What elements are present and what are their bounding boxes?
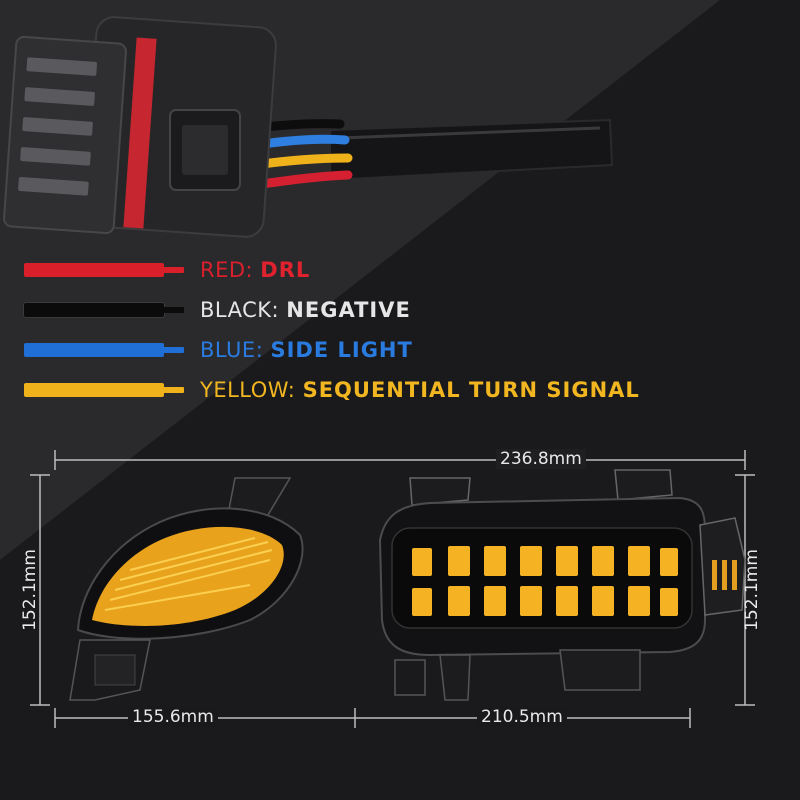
left-turn-lamp <box>69 477 304 701</box>
blue-wire-swatch <box>24 343 184 357</box>
legend-value-blue: SIDE LIGHT <box>270 338 413 362</box>
yellow-wire-swatch <box>24 383 184 397</box>
legend-text-yellow: YELLOW: SEQUENTIAL TURN SIGNAL <box>200 378 640 402</box>
right-height-label: 152.1mm <box>741 549 762 631</box>
turn-signal-led-segments <box>412 546 678 616</box>
legend-text-black: BLACK: NEGATIVE <box>200 298 411 322</box>
legend-row-yellow: YELLOW: SEQUENTIAL TURN SIGNAL <box>24 375 640 405</box>
right-width-label: 210.5mm <box>477 707 567 727</box>
legend-key-blue: BLUE: <box>200 338 264 362</box>
connector-plug <box>3 16 277 238</box>
legend-text-blue: BLUE: SIDE LIGHT <box>200 338 413 362</box>
legend-key-red: RED: <box>200 258 254 282</box>
legend-value-red: DRL <box>260 258 311 282</box>
black-wire-swatch <box>24 303 184 317</box>
red-wire-swatch <box>24 263 184 277</box>
legend-key-yellow: YELLOW: <box>200 378 296 402</box>
right-turn-lamp <box>378 469 746 701</box>
legend-row-blue: BLUE: SIDE LIGHT <box>24 335 413 365</box>
total-width-label: 236.8mm <box>496 449 586 469</box>
wiring-connector-illustration <box>3 16 614 238</box>
left-width-label: 155.6mm <box>128 707 218 727</box>
legend-value-black: NEGATIVE <box>286 298 411 322</box>
legend-row-black: BLACK: NEGATIVE <box>24 295 411 325</box>
legend-value-yellow: SEQUENTIAL TURN SIGNAL <box>302 378 640 402</box>
left-height-label: 152.1mm <box>19 549 40 631</box>
legend-row-red: RED: DRL <box>24 255 310 285</box>
legend-text-red: RED: DRL <box>200 258 310 282</box>
legend-key-black: BLACK: <box>200 298 280 322</box>
